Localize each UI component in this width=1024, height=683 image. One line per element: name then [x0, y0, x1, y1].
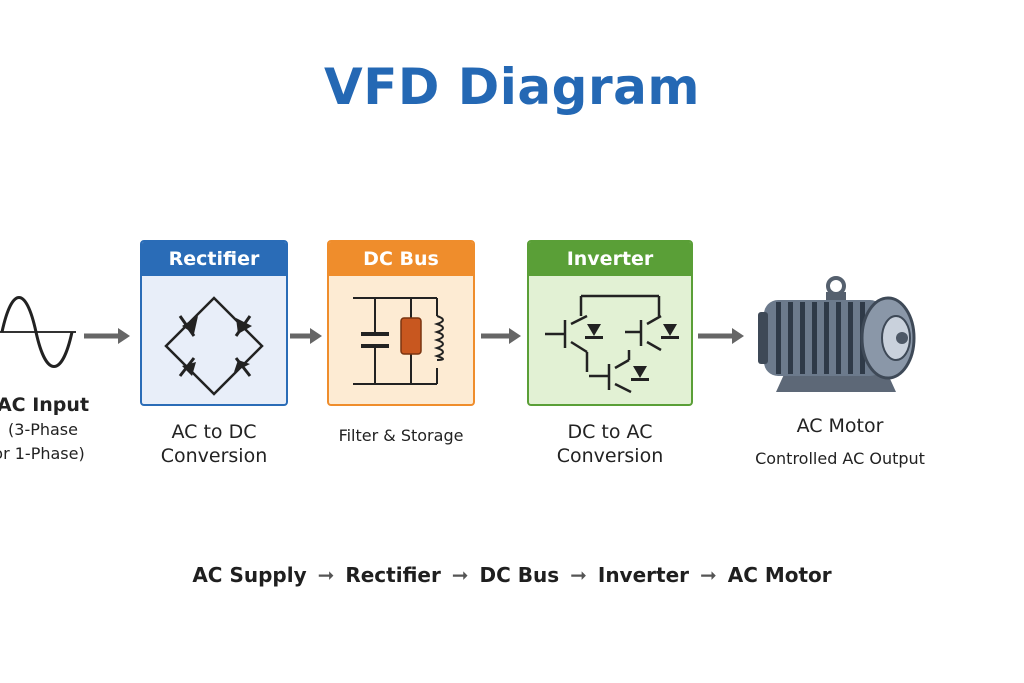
dcbus-header: DC Bus [329, 242, 473, 276]
arrow-input-rectifier [84, 328, 130, 344]
ac-input-sub2: or 1-Phase) [0, 444, 85, 463]
flow-step-3: DC Bus [479, 563, 560, 587]
arrow-inverter-motor [698, 328, 744, 344]
flow-arrow-icon: ➞ [570, 563, 587, 587]
ac-input-sub1: (3-Phase [8, 420, 78, 439]
ac-input-label: AC Input [0, 394, 90, 416]
sine-wave-icon [0, 296, 76, 368]
rectifier-block: Rectifier [140, 240, 288, 406]
igbt-bridge-icon [545, 294, 679, 394]
flow-step-5: AC Motor [727, 563, 832, 587]
rectifier-caption-2: Conversion [160, 445, 268, 467]
flow-arrow-icon: ➞ [317, 563, 335, 587]
inverter-block: Inverter [527, 240, 693, 406]
flow-summary: AC Supply ➞ Rectifier ➞ DC Bus ➞ Inverte… [0, 563, 1024, 587]
arrow-dcbus-inverter [481, 328, 521, 344]
flow-arrow-icon: ➞ [699, 563, 717, 587]
motor-label: AC Motor [796, 415, 884, 437]
inverter-header: Inverter [529, 242, 691, 276]
dcbus-block: DC Bus [327, 240, 475, 406]
arrow-rectifier-dcbus [290, 328, 322, 344]
rectifier-header: Rectifier [142, 242, 286, 276]
dcbus-caption: Filter & Storage [338, 426, 464, 445]
diode-bridge-icon [164, 296, 264, 396]
motor-sub: Controlled AC Output [755, 449, 925, 468]
flow-step-2: Rectifier [345, 563, 441, 587]
flow-arrow-icon: ➞ [451, 563, 469, 587]
motor-icon [758, 276, 916, 392]
flow-step-4: Inverter [597, 563, 690, 587]
rectifier-caption-1: AC to DC [171, 421, 257, 443]
diagram-title: VFD Diagram [324, 58, 700, 116]
inverter-caption-1: DC to AC [567, 421, 653, 443]
flow-step-1: AC Supply [192, 563, 307, 587]
capacitor-inductor-icon [353, 297, 444, 385]
inverter-caption-2: Conversion [556, 445, 664, 467]
